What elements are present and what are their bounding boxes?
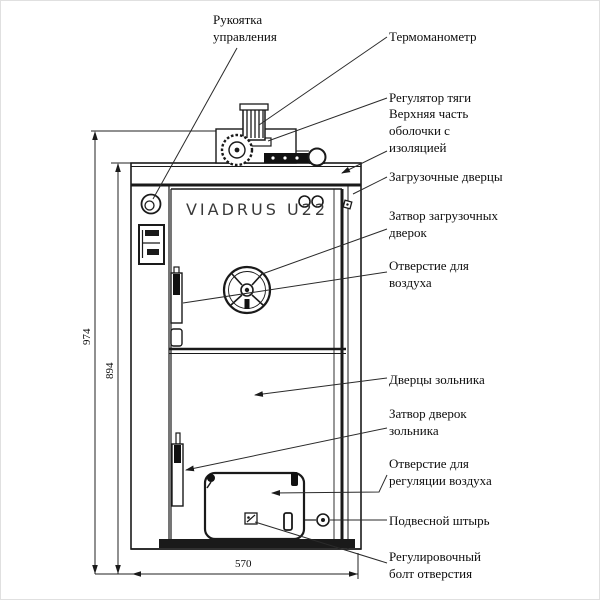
label-loading-door: Загрузочные дверцы (389, 169, 503, 184)
leader-loading-door-latch (261, 228, 388, 275)
air-regulation-opening-door (203, 471, 306, 541)
label-hanging-pin: Подвесной штырь (389, 513, 490, 528)
label-air-opening: Отверстие для воздуха (389, 258, 469, 290)
ash-door-latch-pin (171, 432, 184, 507)
draft-regulator-assembly (236, 103, 272, 147)
thermomanometer-rosette (220, 133, 254, 167)
leader-ash-door (254, 377, 388, 397)
leader-air-regulation-opening (271, 474, 388, 496)
label-thermomanometer: Термоманометр (389, 29, 477, 44)
base-plinth (159, 539, 355, 548)
leader-thermomanometer (258, 36, 388, 126)
leader-ash-door-latch (185, 427, 388, 472)
label-adjusting-bolt: Регулировочный болт отверстия (389, 549, 481, 581)
leader-loading-door (352, 176, 388, 195)
loading-door-latch-wheel (222, 265, 272, 315)
hanging-pin-element (304, 513, 330, 527)
dimension-overall-height: 974 (81, 328, 93, 346)
label-upper-casing: Верхняя часть оболочки с изоляцией (389, 106, 469, 155)
dimension-arrowheads (92, 131, 358, 577)
air-slider-plate (283, 512, 293, 531)
brand-label: VIADRUS U22 (185, 200, 329, 219)
label-air-regulation-opening: Отверстие для регуляции воздуха (389, 456, 492, 488)
loading-door-bolt (342, 199, 353, 210)
label-control-handle: Рукоятка управления (213, 12, 277, 44)
dimension-width: 570 (235, 558, 252, 570)
label-draft-regulator: Регулятор тяги (389, 90, 472, 105)
air-opening-lever (170, 266, 183, 324)
leader-air-opening (182, 271, 388, 304)
label-loading-door-latch: Затвор загрузочных дверок (389, 208, 498, 240)
label-ash-door-latch: Затвор дверок зольника (389, 406, 467, 438)
leader-control-handle (152, 47, 238, 200)
top-panel-holes (298, 195, 324, 208)
flue-outlet-pipe (307, 147, 327, 167)
rating-plate-badge (138, 224, 165, 265)
leader-upper-casing (341, 150, 388, 174)
adjusting-bolt-symbol (244, 512, 258, 525)
label-ash-door: Дверцы зольника (389, 372, 485, 387)
leader-draft-regulator (267, 97, 388, 142)
leader-lines (152, 36, 388, 564)
control-handle-rosette (140, 193, 162, 215)
top-hinge-bar (264, 150, 314, 163)
ash-door-knobs (206, 472, 298, 489)
door-latch-keeper (170, 328, 183, 347)
leader-adjusting-bolt (254, 521, 388, 564)
dimension-body-height: 894 (104, 362, 116, 380)
